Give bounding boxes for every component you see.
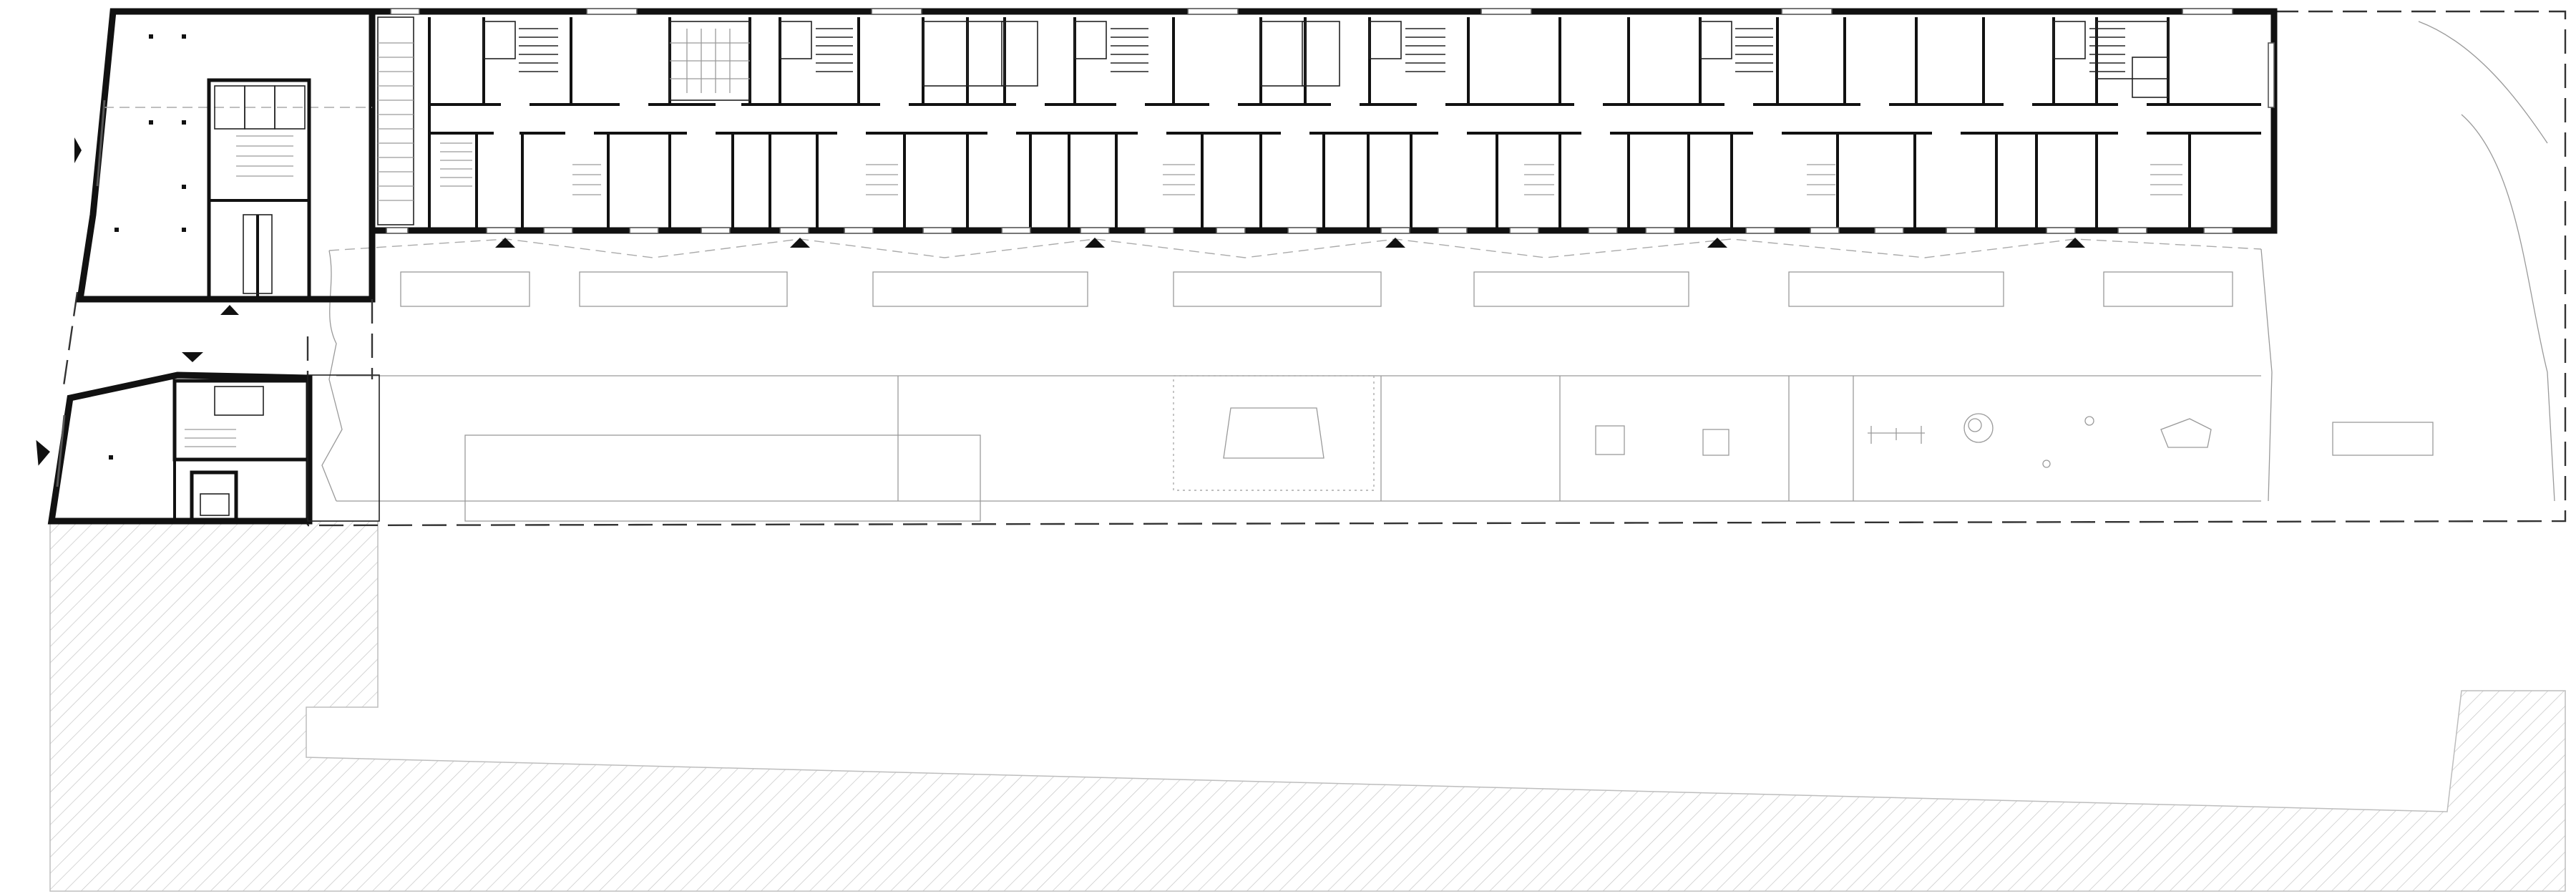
south-row-partitions [475,133,2191,230]
entrance-triangle-marker [74,137,82,163]
west-building-lower [47,371,380,525]
south-windows [386,227,2233,234]
entrance-triangle-marker [36,439,50,466]
west-building-upper [76,8,376,303]
entrance-triangle-marker [790,238,810,248]
courtyard-landscape [321,21,2555,522]
sanitary-cores [669,21,2169,101]
stair-cores [483,21,2125,72]
main-building [369,8,2278,234]
site-boundary [62,10,2567,527]
structural-columns [114,34,186,232]
entrance-triangle-marker [2065,238,2085,248]
entrance-triangle-marker [182,352,203,362]
site-hatch-area [49,520,2566,892]
south-row-fixtures [440,142,2182,195]
entrance-triangle-marker [495,238,515,248]
north-windows [390,8,2275,108]
entrance-triangle-marker [1085,238,1105,248]
corridor-openings [494,101,2147,137]
entrance-markers [36,137,2085,466]
entrance-triangle-marker [220,305,239,315]
entrance-triangle-marker [1707,238,1727,248]
entrance-triangle-marker [1385,238,1405,248]
